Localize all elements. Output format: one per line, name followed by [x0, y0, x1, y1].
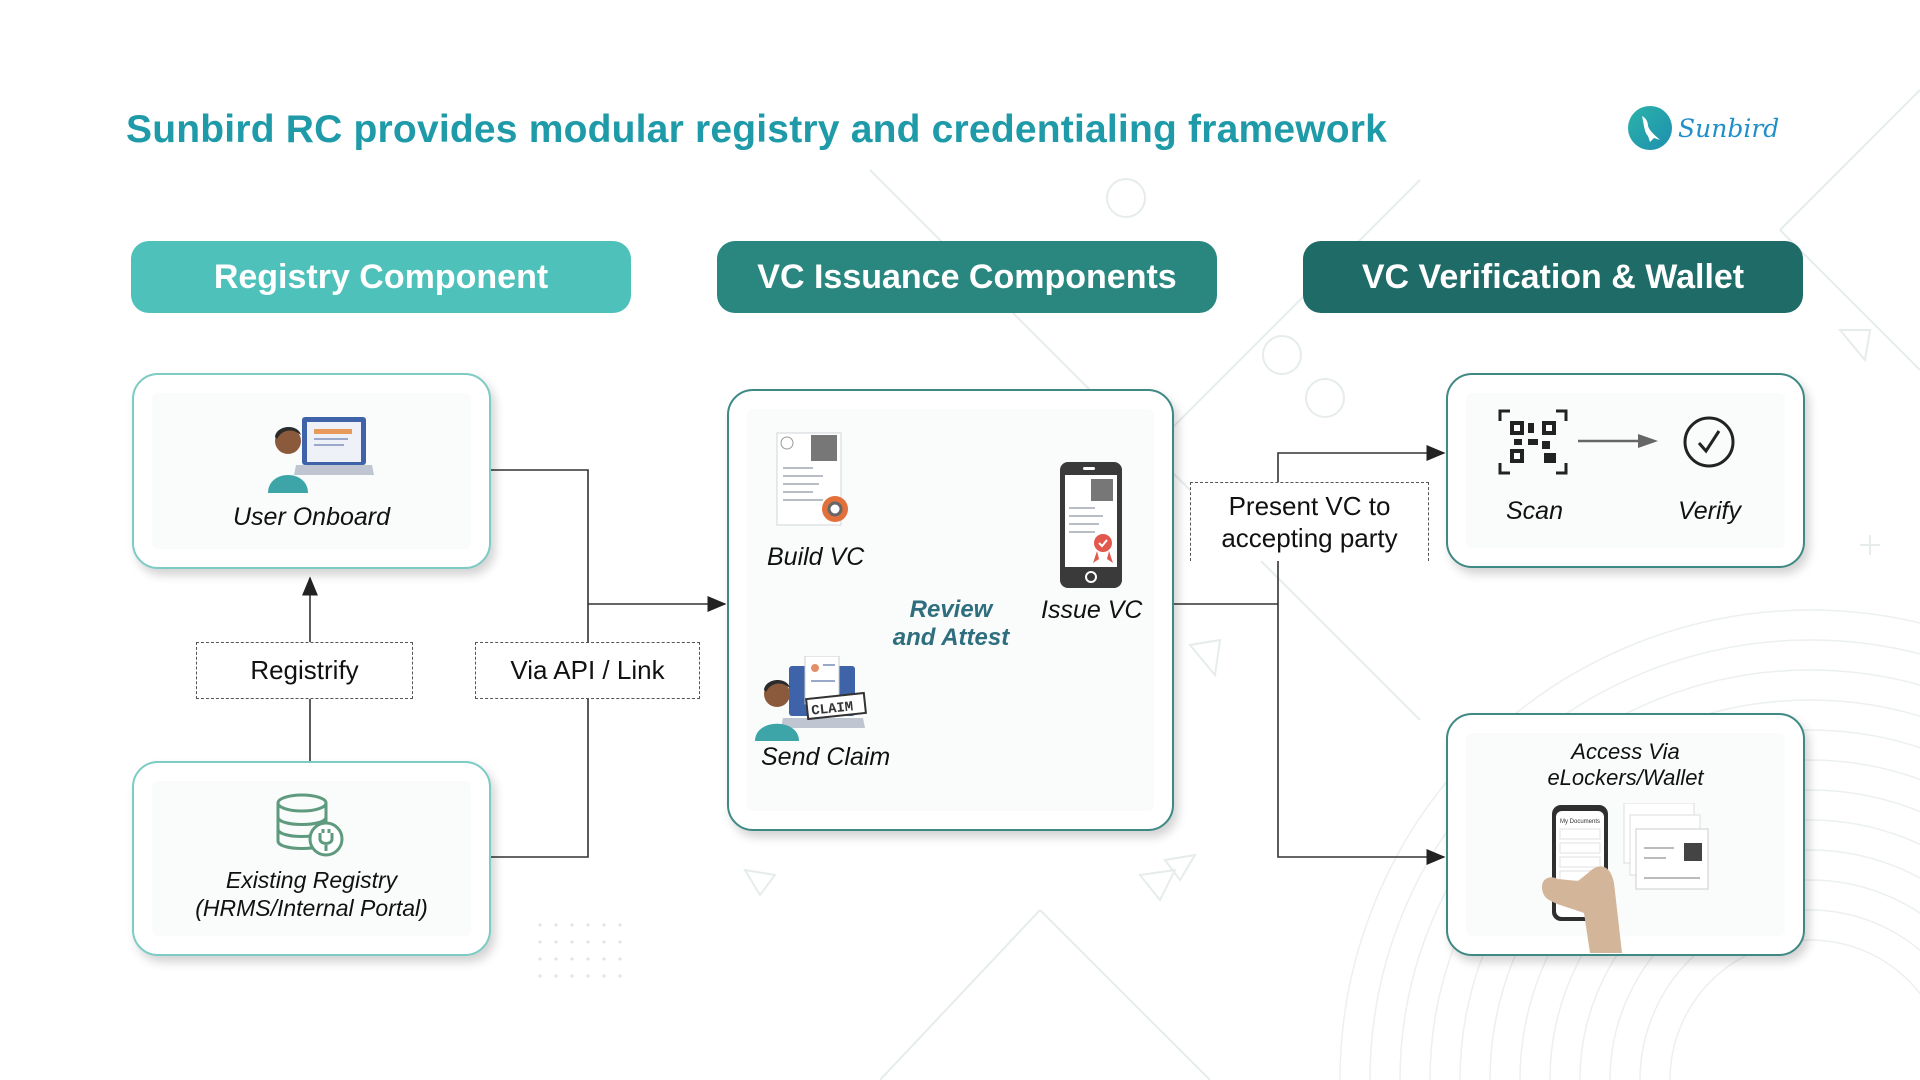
access-line2: eLockers/Wallet — [1547, 765, 1704, 791]
issue-vc-label: Issue VC — [1041, 596, 1143, 624]
header-vc-verification: VC Verification & Wallet — [1303, 241, 1803, 313]
build-vc-label: Build VC — [767, 543, 865, 571]
present-line1: Present VC to — [1228, 490, 1391, 521]
access-line1: Access Via — [1571, 739, 1680, 764]
present-line2: accepting party — [1221, 523, 1398, 553]
verify-label: Verify — [1678, 497, 1741, 525]
existing-registry-line2: (HRMS/Internal Portal) — [195, 894, 428, 921]
connector-present-down — [1277, 560, 1446, 865]
header-label: VC Issuance Components — [757, 257, 1177, 296]
check-circle-icon — [1683, 416, 1735, 468]
header-label: VC Verification & Wallet — [1361, 257, 1745, 296]
present-vc-label-box: Present VC to accepting party — [1190, 482, 1429, 561]
certificate-gear-icon — [776, 432, 848, 526]
send-claim-label: Send Claim — [761, 743, 891, 771]
sunbird-logo: Sunbird — [1628, 106, 1779, 150]
page-title: Sunbird RC provides modular registry and… — [126, 108, 1388, 151]
review-attest-label: Review and Attest — [881, 596, 1021, 651]
existing-registry-card: Existing Registry (HRMS/Internal Portal) — [132, 761, 491, 956]
wallet-card: Access Via eLockers/Wallet My Documents — [1446, 713, 1805, 956]
review-line2: and Attest — [892, 623, 1010, 651]
existing-registry-label: Existing Registry (HRMS/Internal Portal) — [134, 867, 489, 922]
header-registry-component: Registry Component — [131, 241, 631, 313]
connector-onboard — [489, 469, 589, 642]
header-label: Registry Component — [213, 257, 549, 296]
user-laptop-icon — [268, 417, 374, 493]
via-api-label-box: Via API / Link — [475, 642, 700, 699]
via-api-label: Via API / Link — [510, 655, 665, 686]
user-onboard-label: User Onboard — [232, 503, 391, 531]
phone-certificate-icon — [1060, 462, 1122, 588]
logo-text: Sunbird — [1678, 113, 1780, 143]
user-onboard-card: User Onboard — [132, 373, 491, 569]
access-wallet-label: Access Via eLockers/Wallet — [1448, 739, 1803, 792]
qr-scan-icon — [1498, 409, 1568, 475]
review-line1: Review — [909, 596, 993, 623]
scan-verify-card: Scan Verify — [1446, 373, 1805, 568]
registrify-label-box: Registrify — [196, 642, 413, 699]
user-claim-icon: CLAIM — [755, 656, 867, 741]
connector-existing — [489, 699, 589, 858]
arrow-right-icon — [1578, 434, 1658, 448]
existing-registry-line1: Existing Registry — [225, 867, 398, 893]
registrify-label: Registrify — [250, 655, 359, 686]
phone-title: My Documents — [1560, 819, 1600, 825]
connector-present-up — [1277, 445, 1446, 482]
bird-icon — [1628, 106, 1672, 150]
scan-label: Scan — [1506, 497, 1563, 525]
phone-wallet-illustration: My Documents — [1541, 803, 1709, 953]
database-plug-icon — [276, 793, 344, 857]
vc-issuance-card: Build VC Issue VC Review and Attest CLAI… — [727, 389, 1174, 831]
header-vc-issuance: VC Issuance Components — [717, 241, 1217, 313]
claim-stamp-text: CLAIM — [811, 699, 854, 719]
